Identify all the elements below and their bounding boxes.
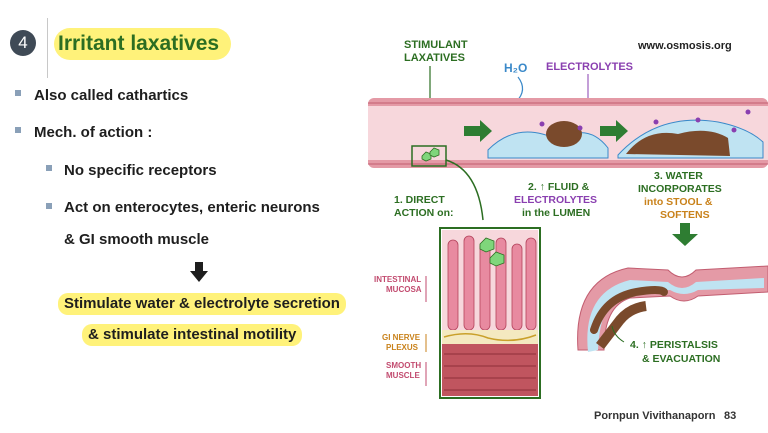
step4-label-a: 4. ↑ PERISTALSIS xyxy=(630,339,718,351)
step3-label-b: INCORPORATES xyxy=(638,183,722,195)
electrolytes-label: ELECTROLYTES xyxy=(546,61,633,73)
layer-plexus-b: PLEXUS xyxy=(386,343,419,352)
layer-plexus-a: GI NERVE xyxy=(382,333,421,342)
bullet-mechanism: Mech. of action : xyxy=(34,124,153,141)
layer-mucosa-a: INTESTINAL xyxy=(374,275,421,284)
header-divider xyxy=(47,18,48,78)
highlight-motility: & stimulate intestinal motility xyxy=(82,324,303,346)
step2-label-a: 2. ↑ FLUID & xyxy=(528,181,590,193)
bullet-act-on-line1: Act on enterocytes, enteric neurons xyxy=(64,199,320,216)
h2o-label: H₂O xyxy=(504,61,527,75)
laxative-mechanism-illustration: www.osmosis.org STIMULANT LAXATIVES H₂O … xyxy=(368,39,768,399)
author-name: Pornpun Vivithanaporn xyxy=(594,410,716,422)
page-number: 83 xyxy=(724,410,737,422)
bullet-marker xyxy=(15,127,21,133)
step2-label-b: ELECTROLYTES xyxy=(514,194,597,206)
step1-label-a: 1. DIRECT xyxy=(394,194,445,206)
bullet-marker xyxy=(15,90,21,96)
down-arrow-icon xyxy=(190,262,208,282)
sub-bullet-marker xyxy=(46,165,52,171)
step3-label-a: 3. WATER xyxy=(654,170,703,182)
bullet-no-receptors: No specific receptors xyxy=(64,162,217,179)
layer-mucosa-b: MUCOSA xyxy=(386,285,422,294)
slide-number-badge: 4 xyxy=(10,30,36,56)
slide-title: Irritant laxatives xyxy=(54,28,232,60)
layer-muscle-b: MUSCLE xyxy=(386,371,420,380)
stimulant-label-1: STIMULANT xyxy=(404,39,468,51)
highlight-secretion: Stimulate water & electrolyte secretion xyxy=(58,293,346,315)
step3-label-c: into STOOL & xyxy=(644,196,713,208)
bullet-also-called: Also called cathartics xyxy=(34,87,189,104)
source-label: www.osmosis.org xyxy=(637,40,732,52)
layer-muscle-a: SMOOTH xyxy=(386,361,421,370)
stimulant-label-2: LAXATIVES xyxy=(404,52,465,64)
step2-label-c: in the LUMEN xyxy=(522,207,590,219)
sub-bullet-marker xyxy=(46,203,52,209)
bullet-act-on-line2: & GI smooth muscle xyxy=(64,231,210,248)
step4-label-b: & EVACUATION xyxy=(642,353,720,365)
step1-label-b: ACTION on: xyxy=(394,207,454,219)
step3-label-d: SOFTENS xyxy=(660,209,710,221)
